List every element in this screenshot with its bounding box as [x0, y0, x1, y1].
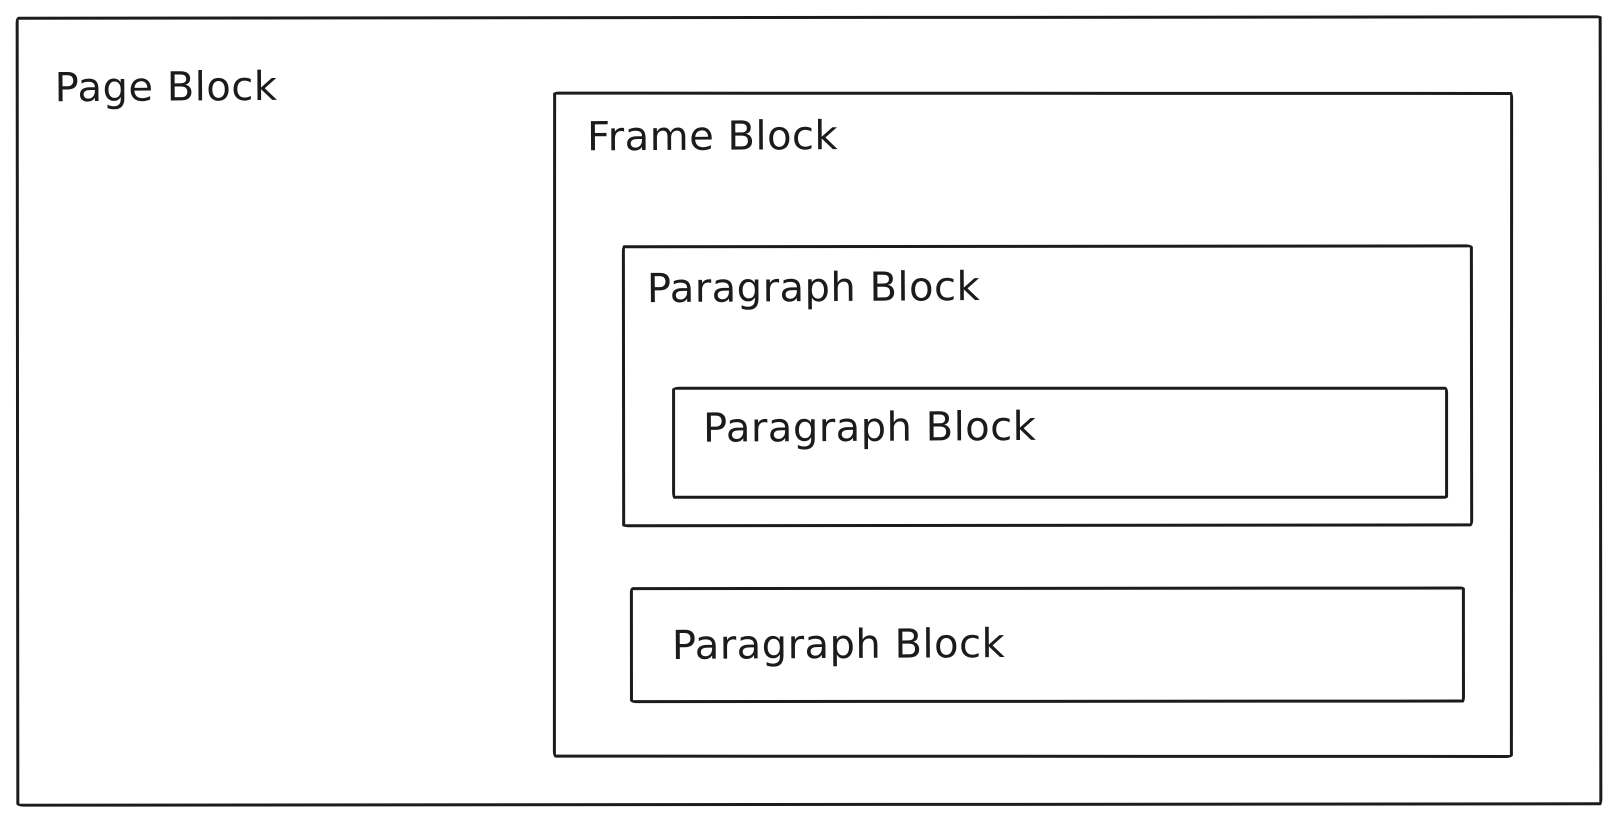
paragraph-block-bottom: Paragraph Block: [629, 586, 1465, 704]
paragraph-block-outer-label: Paragraph Block: [646, 264, 981, 313]
paragraph-block-outer: Paragraph Block Paragraph Block: [621, 244, 1474, 528]
paragraph-block-nested-label: Paragraph Block: [702, 403, 1037, 452]
paragraph-block-bottom-label: Paragraph Block: [671, 620, 1006, 669]
page-block-label: Page Block: [54, 63, 278, 112]
frame-block-label: Frame Block: [587, 113, 839, 161]
frame-block: Frame Block Paragraph Block Paragraph Bl…: [552, 91, 1514, 758]
paragraph-block-nested: Paragraph Block: [672, 386, 1449, 499]
page-block: Page Block Frame Block Paragraph Block P…: [15, 15, 1603, 807]
